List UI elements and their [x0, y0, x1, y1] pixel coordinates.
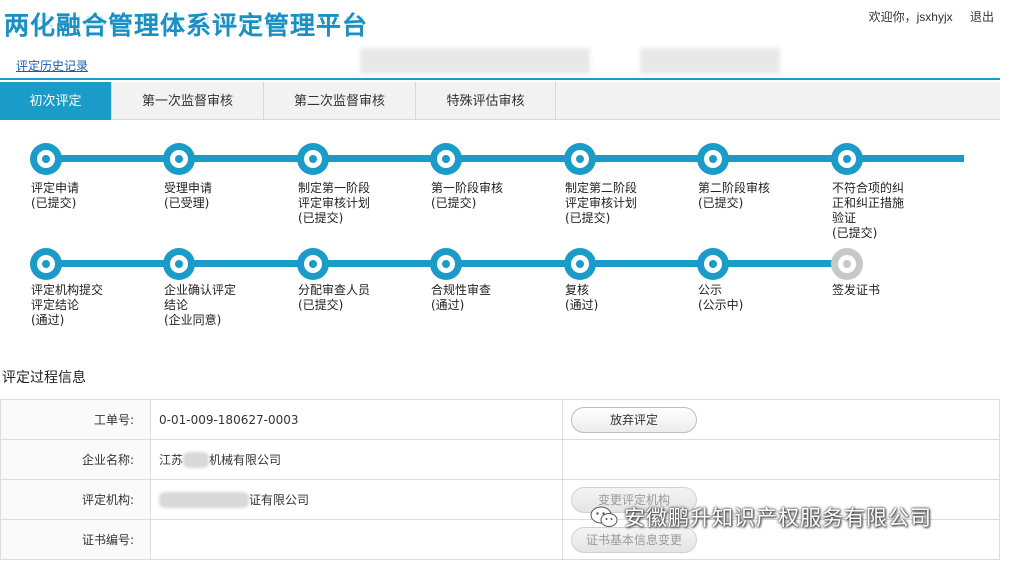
welcome-text: 欢迎你，jsxhyjx [868, 10, 953, 24]
step-label: 制定第一阶段评定审核计划(已提交) [298, 181, 371, 225]
step-label: 评定申请(已提交) [31, 181, 80, 210]
step-node [297, 143, 329, 175]
step-node [163, 248, 195, 280]
step-node [697, 248, 729, 280]
step-label: 公示(公示中) [698, 283, 744, 312]
order-no-label: 工单号: [0, 399, 151, 440]
step-node [831, 143, 863, 175]
tab-special-assessment[interactable]: 特殊评估审核 [416, 82, 556, 120]
logout-link[interactable]: 退出 [969, 10, 994, 24]
cert-change-cell: 证书基本信息变更 [562, 519, 1000, 560]
step-label: 签发证书 [832, 283, 881, 297]
step-label: 分配审查人员(已提交) [298, 283, 371, 312]
header-divider [0, 78, 1000, 80]
step-label: 评定机构提交评定结论(通过) [31, 283, 104, 327]
redacted-banner [360, 48, 590, 74]
step-node [697, 143, 729, 175]
step-node [430, 248, 462, 280]
user-area: 欢迎你，jsxhyjx 退出 [865, 8, 994, 25]
progress-track-row1 [46, 155, 964, 162]
app-title: 两化融合管理体系评定管理平台 [4, 11, 369, 40]
table-row: 企业名称: 江苏机械有限公司 [0, 439, 1000, 480]
watermark: 安徽鹏升知识产权服务有限公司 [590, 502, 932, 532]
step-node [30, 248, 62, 280]
history-link[interactable]: 评定历史记录 [16, 59, 89, 73]
step-label: 制定第二阶段评定审核计划(已提交) [565, 181, 638, 225]
step-node [163, 143, 195, 175]
tab-first-supervision[interactable]: 第一次监督审核 [112, 82, 264, 120]
org-value: 证有限公司 [150, 479, 563, 520]
step-label: 不符合项的纠正和纠正措施验证(已提交) [832, 181, 905, 240]
cert-value [150, 519, 563, 560]
wechat-icon [590, 506, 618, 527]
process-info-table: 工单号: 0-01-009-180627-0003 放弃评定 企业名称: 江苏机… [0, 399, 1000, 560]
step-node [564, 143, 596, 175]
step-label: 受理申请(已受理) [164, 181, 213, 210]
step-label: 合规性审查(通过) [431, 283, 492, 312]
tab-initial-assessment[interactable]: 初次评定 [0, 82, 112, 120]
redacted-text [183, 452, 210, 469]
step-node [297, 248, 329, 280]
app-title-reflection: 两化融合管理体系评定管理平台 [4, 14, 369, 31]
step-label: 第二阶段审核(已提交) [698, 181, 771, 210]
step-node-pending [831, 248, 863, 280]
step-node [430, 143, 462, 175]
step-label: 复核(通过) [565, 283, 599, 312]
cert-label: 证书编号: [0, 519, 151, 560]
change-org-button[interactable]: 变更评定机构 [571, 486, 697, 513]
step-label: 第一阶段审核(已提交) [431, 181, 504, 210]
tab-second-supervision[interactable]: 第二次监督审核 [264, 82, 416, 120]
step-node [30, 143, 62, 175]
abandon-cell: 放弃评定 [562, 399, 1000, 440]
abandon-assessment-button[interactable]: 放弃评定 [571, 406, 697, 433]
section-title: 评定过程信息 [2, 370, 86, 386]
change-org-cell: 变更评定机构 [562, 479, 1000, 520]
header: 两化融合管理体系评定管理平台 两化融合管理体系评定管理平台 欢迎你，jsxhyj… [0, 0, 1018, 78]
redacted-text [159, 492, 249, 509]
redacted-banner [640, 48, 780, 74]
company-value: 江苏机械有限公司 [150, 439, 563, 480]
progress-steps: 评定申请(已提交) 受理申请(已受理) 制定第一阶段评定审核计划(已提交) 第一… [0, 120, 1018, 360]
tab-bar: 初次评定 第一次监督审核 第二次监督审核 特殊评估审核 [0, 82, 1000, 120]
order-no-value: 0-01-009-180627-0003 [150, 399, 563, 440]
empty-cell [562, 439, 1000, 480]
table-row: 工单号: 0-01-009-180627-0003 放弃评定 [0, 399, 1000, 440]
table-row: 证书编号: 证书基本信息变更 [0, 519, 1000, 560]
org-label: 评定机构: [0, 479, 151, 520]
step-node [564, 248, 596, 280]
company-label: 企业名称: [0, 439, 151, 480]
step-label: 企业确认评定结论(企业同意) [164, 283, 237, 327]
cert-info-change-button[interactable]: 证书基本信息变更 [571, 526, 697, 553]
